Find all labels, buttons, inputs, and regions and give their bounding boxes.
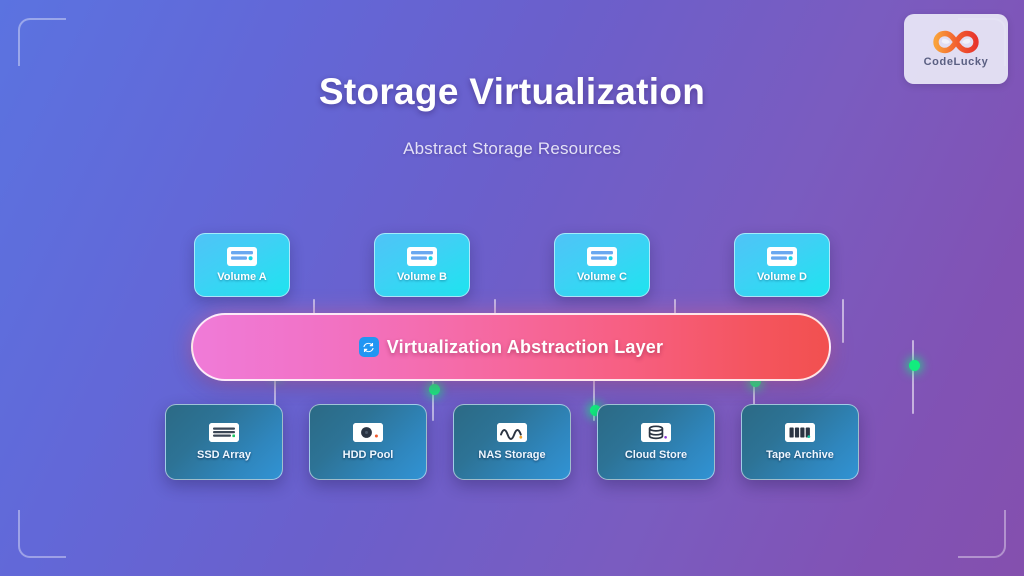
backend-card-nas-storage[interactable]: NAS Storage: [453, 404, 571, 480]
connector-line-bottom: [912, 340, 914, 414]
disk-volume-icon: [587, 247, 617, 266]
volume-card-label: Volume B: [397, 271, 447, 283]
volume-card-label: Volume D: [757, 271, 807, 283]
data-flow-dot: [749, 375, 761, 387]
disk-volume-icon: [407, 247, 437, 266]
backend-card-label: Tape Archive: [766, 449, 834, 461]
backend-card-label: SSD Array: [196, 449, 251, 461]
connector-line-bottom: [274, 341, 276, 421]
volume-card-label: Volume C: [577, 271, 627, 283]
volume-card-label: Volume A: [217, 271, 267, 283]
hard-disk-icon: [353, 423, 383, 442]
infinity-leaf-icon: [933, 30, 979, 54]
volume-card-d[interactable]: Volume D: [734, 233, 830, 297]
backend-card-cloud-store[interactable]: Cloud Store: [597, 404, 715, 480]
corner-bracket-bottom-right: [958, 510, 1006, 558]
disk-volume-icon: [227, 247, 257, 266]
network-wave-icon: [497, 423, 527, 442]
backend-card-label: Cloud Store: [624, 449, 688, 461]
page-title: Storage Virtualization: [318, 71, 706, 112]
brand-logo: CodeLucky: [904, 14, 1008, 84]
volume-card-c[interactable]: Volume C: [554, 233, 650, 297]
backend-card-ssd-array[interactable]: SSD Array: [165, 404, 283, 480]
virtualization-abstraction-layer[interactable]: Virtualization Abstraction Layer: [191, 313, 831, 381]
volume-card-b[interactable]: Volume B: [374, 233, 470, 297]
disk-volume-icon: [767, 247, 797, 266]
backend-card-label: NAS Storage: [478, 449, 546, 461]
ssd-drive-icon: [209, 423, 239, 442]
backend-card-hdd-pool[interactable]: HDD Pool: [309, 404, 427, 480]
sync-refresh-icon: [358, 337, 379, 357]
backend-card-label: HDD Pool: [342, 449, 394, 461]
brand-name: CodeLucky: [923, 56, 989, 68]
corner-bracket-top-left: [18, 18, 66, 66]
backend-card-tape-archive[interactable]: Tape Archive: [741, 404, 859, 480]
data-flow-dot: [908, 359, 920, 371]
data-flow-dot: [428, 383, 440, 395]
database-stack-icon: [641, 423, 671, 442]
connector-line-bottom: [432, 341, 434, 421]
data-flow-dot: [589, 404, 601, 416]
volume-card-a[interactable]: Volume A: [194, 233, 290, 297]
connector-line-top: [842, 299, 844, 343]
connector-line-bottom: [593, 341, 595, 421]
abstraction-layer-label: Virtualization Abstraction Layer: [386, 336, 664, 357]
corner-bracket-bottom-left: [18, 510, 66, 558]
tape-cartridge-icon: [785, 423, 815, 442]
page-subtitle: Abstract Storage Resources: [403, 139, 621, 158]
